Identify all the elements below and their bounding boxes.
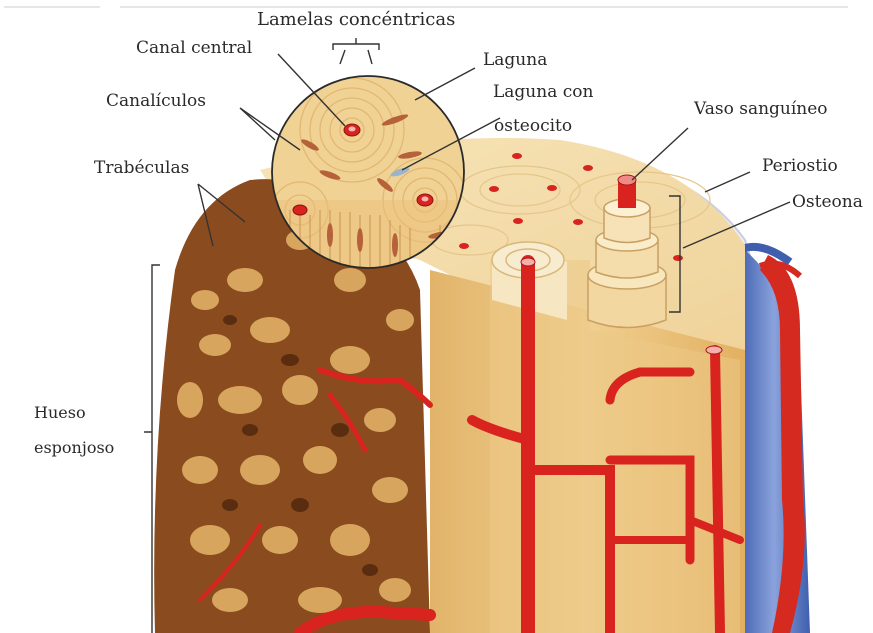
label-osteona: Osteona: [792, 194, 863, 211]
label-laguna-osteocito-line1: Laguna con: [493, 84, 593, 101]
leader-laguna: [415, 68, 475, 100]
label-canaliculos: Canalículos: [106, 93, 206, 110]
leader-lamelas: [333, 38, 379, 64]
label-hueso-line2: esponjoso: [34, 440, 114, 456]
label-lamelas: Lamelas concéntricas: [257, 11, 455, 29]
label-canal-central: Canal central: [136, 40, 252, 57]
label-trabeculas: Trabéculas: [94, 160, 189, 177]
label-vaso: Vaso sanguíneo: [694, 101, 828, 118]
label-laguna-osteocito-line2: osteocito: [494, 118, 572, 135]
label-hueso-line1: Hueso: [34, 405, 86, 421]
label-periostio: Periostio: [762, 158, 838, 175]
label-laguna: Laguna: [483, 52, 547, 69]
leader-periostio: [705, 172, 750, 192]
